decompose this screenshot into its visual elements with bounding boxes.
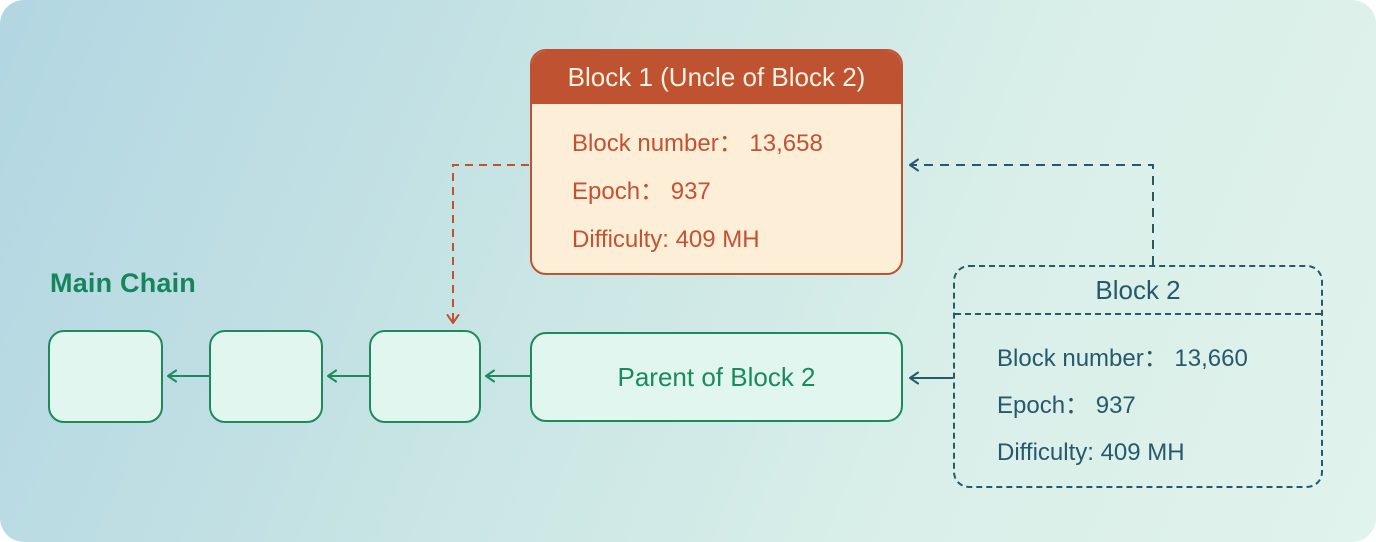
block-2-title: Block 2: [955, 267, 1321, 315]
block-2-body: Block number： 13,660 Epoch： 937 Difficul…: [955, 315, 1321, 467]
parent-of-block-2-box: Parent of Block 2: [530, 332, 903, 422]
main-chain-label: Main Chain: [50, 268, 197, 298]
block-1-block-number: Block number： 13,658: [572, 130, 823, 157]
parent-of-block-2-label: Parent of Block 2: [617, 361, 816, 392]
block-1-epoch: Epoch： 937: [572, 178, 711, 205]
block2-uncle-reference-arrow: [909, 158, 1154, 265]
block-2-card: Block 2 Block number： 13,660 Epoch： 937 …: [953, 265, 1323, 488]
main-chain-block-1: [48, 330, 163, 423]
block-2-block-number: Block number： 13,660: [997, 345, 1248, 372]
uncle-inclusion-arrow: [446, 164, 529, 324]
main-chain-block-2: [209, 330, 323, 423]
block-1-uncle-card: Block 1 (Uncle of Block 2) Block number：…: [530, 49, 903, 275]
block-1-difficulty: Difficulty: 409 MH: [572, 226, 760, 253]
block-1-body: Block number： 13,658 Epoch： 937 Difficul…: [532, 104, 901, 254]
block-2-epoch: Epoch： 937: [997, 392, 1136, 419]
block-2-difficulty: Difficulty: 409 MH: [997, 439, 1185, 466]
main-chain-block-3: [369, 330, 481, 423]
block-1-title: Block 1 (Uncle of Block 2): [532, 51, 901, 104]
